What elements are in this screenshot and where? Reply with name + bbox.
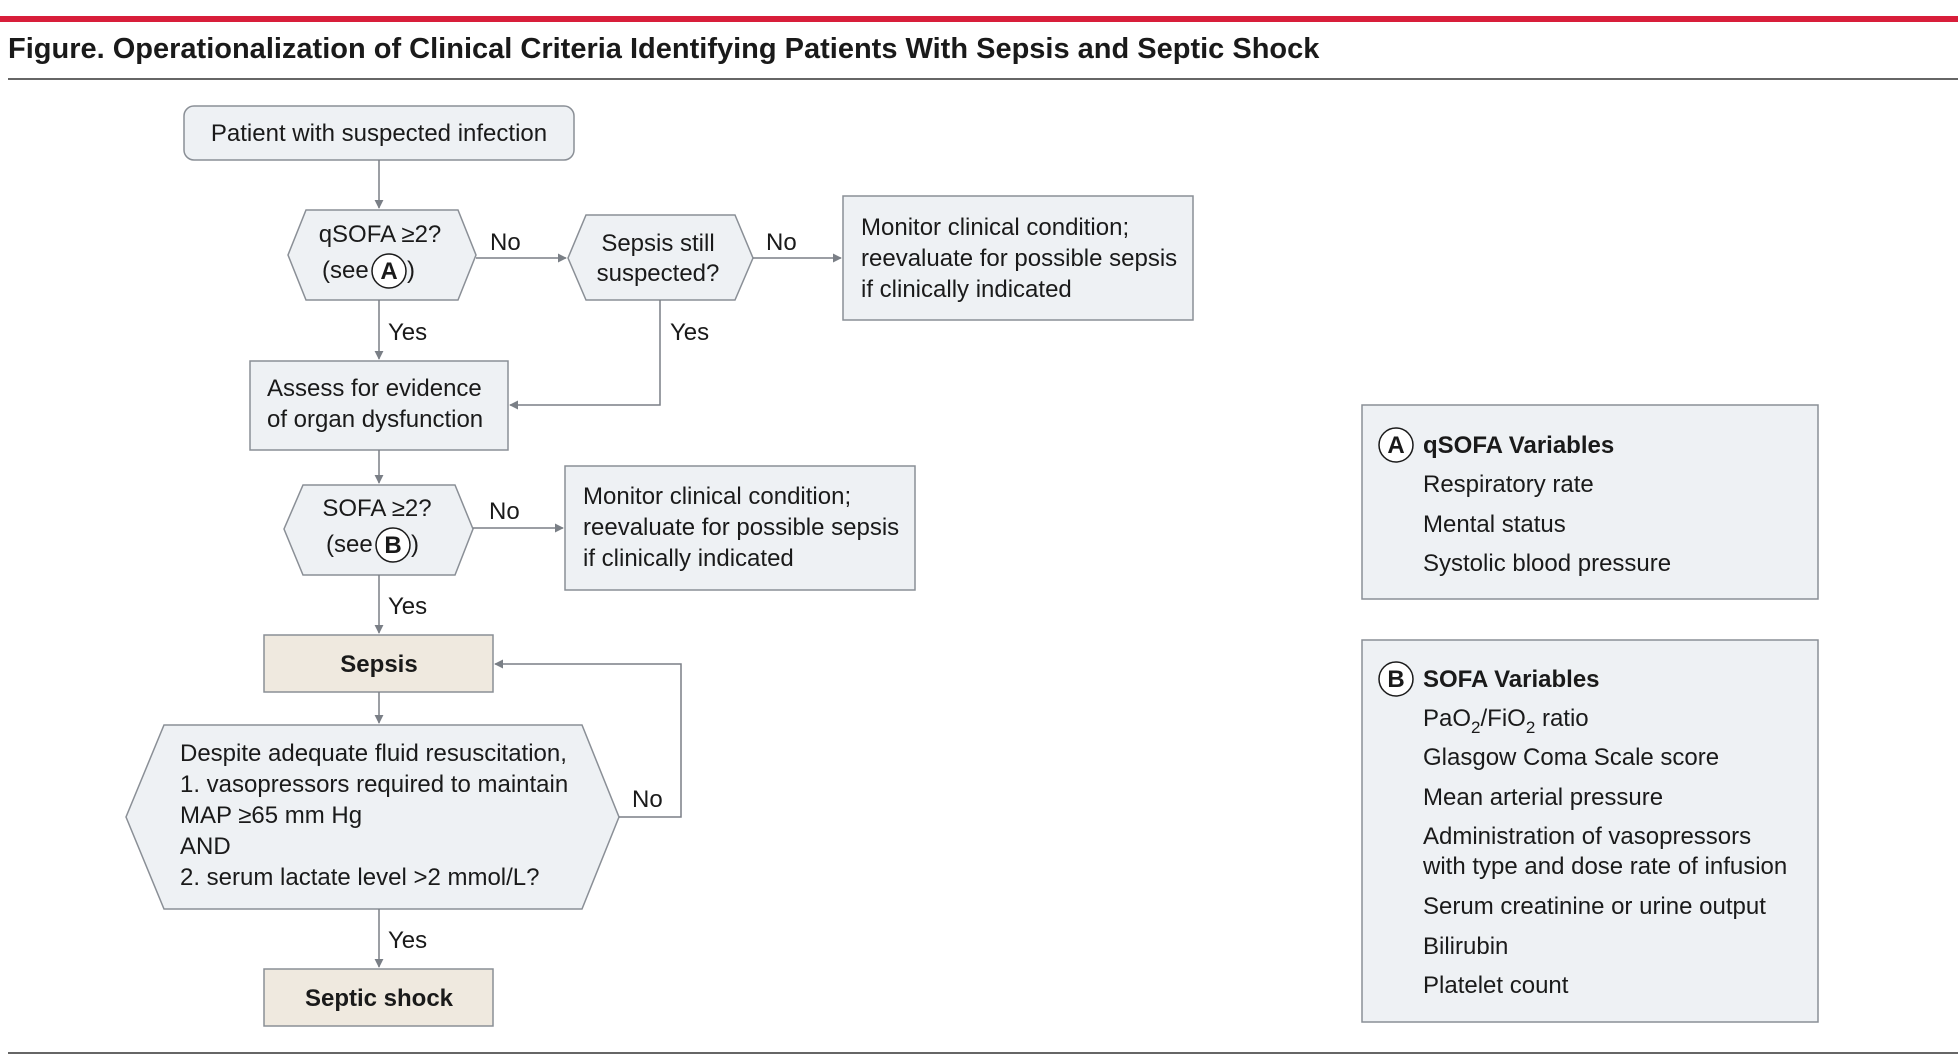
panel-b-item-admin-1: Administration of vasopressors	[1423, 823, 1751, 850]
monitor-box-1	[842, 195, 1194, 321]
monitor2-line1: Monitor clinical condition;	[583, 483, 851, 510]
sofa-decision	[283, 484, 474, 576]
panel-b-item-pao2: PaO2/FiO2 ratio	[1423, 705, 1589, 737]
still-suspected-line1: Sepsis still	[601, 230, 714, 257]
panel-a-marker-circle	[1378, 427, 1414, 463]
panel-b	[1361, 639, 1819, 1023]
monitor2-line2: reevaluate for possible sepsis	[583, 514, 899, 541]
shock-decision	[125, 724, 620, 910]
monitor-box-2	[564, 465, 916, 591]
panel-b-item-creatinine: Serum creatinine or urine output	[1423, 893, 1766, 920]
marker-b-circle	[375, 527, 411, 563]
label-qsofa-no: No	[490, 229, 521, 256]
shock-q-line1: Despite adequate fluid resuscitation,	[180, 740, 567, 767]
still-suspected-line2: suspected?	[597, 260, 720, 287]
monitor1-line3: if clinically indicated	[861, 276, 1072, 303]
sofa-close: )	[411, 531, 419, 558]
marker-a-circle	[371, 253, 407, 289]
septic-shock-box	[263, 968, 494, 1027]
figure-title: Figure. Operationalization of Clinical C…	[8, 33, 1320, 65]
panel-a-item-1: Respiratory rate	[1423, 471, 1594, 498]
panel-b-item-bilirubin: Bilirubin	[1423, 933, 1508, 960]
shock-q-line4: AND	[180, 833, 231, 860]
qsofa-question: qSOFA ≥2?	[319, 221, 442, 248]
assess-line1: Assess for evidence	[267, 375, 482, 402]
monitor1-line1: Monitor clinical condition;	[861, 214, 1129, 241]
monitor1-line2: reevaluate for possible sepsis	[861, 245, 1177, 272]
septic-shock-label: Septic shock	[305, 985, 454, 1012]
panel-b-marker-circle	[1378, 661, 1414, 697]
panel-b-item-platelet: Platelet count	[1423, 972, 1569, 999]
assess-line2: of organ dysfunction	[267, 406, 483, 433]
assess-box	[249, 360, 509, 451]
label-sofa-yes: Yes	[388, 593, 427, 620]
shock-q-line2: 1. vasopressors required to maintain	[180, 771, 568, 798]
qsofa-see: (see	[322, 257, 369, 284]
panel-b-item-gcs: Glasgow Coma Scale score	[1423, 744, 1719, 771]
sofa-see: (see	[326, 531, 373, 558]
arrow-shock-no	[494, 659, 682, 818]
label-shock-yes: Yes	[388, 927, 427, 954]
panel-a-item-3: Systolic blood pressure	[1423, 550, 1671, 577]
panel-b-item-map: Mean arterial pressure	[1423, 784, 1663, 811]
qsofa-close: )	[407, 257, 415, 284]
marker-b-label: B	[384, 532, 401, 559]
arrow-still-yes	[509, 300, 661, 410]
shock-q-line5: 2. serum lactate level >2 mmol/L?	[180, 864, 540, 891]
label-still-yes: Yes	[670, 319, 709, 346]
label-sofa-no: No	[489, 498, 520, 525]
shock-q-line3: MAP ≥65 mm Hg	[180, 802, 362, 829]
label-shock-no: No	[632, 786, 663, 813]
panel-b-item-admin-2: with type and dose rate of infusion	[1422, 853, 1787, 880]
panel-a-marker: A	[1387, 432, 1404, 459]
panel-a-item-2: Mental status	[1423, 511, 1566, 538]
panel-a-title: qSOFA Variables	[1423, 432, 1614, 459]
panel-a	[1361, 404, 1819, 600]
label-qsofa-yes: Yes	[388, 319, 427, 346]
start-label: Patient with suspected infection	[211, 120, 547, 147]
panel-b-title: SOFA Variables	[1423, 666, 1600, 693]
sofa-question: SOFA ≥2?	[322, 495, 431, 522]
accent-bar	[0, 16, 1958, 22]
sepsis-label: Sepsis	[340, 651, 417, 678]
marker-a-label: A	[380, 258, 397, 285]
monitor2-line3: if clinically indicated	[583, 545, 794, 572]
label-still-no: No	[766, 229, 797, 256]
panel-b-marker: B	[1387, 666, 1404, 693]
still-suspected-decision	[567, 214, 754, 301]
